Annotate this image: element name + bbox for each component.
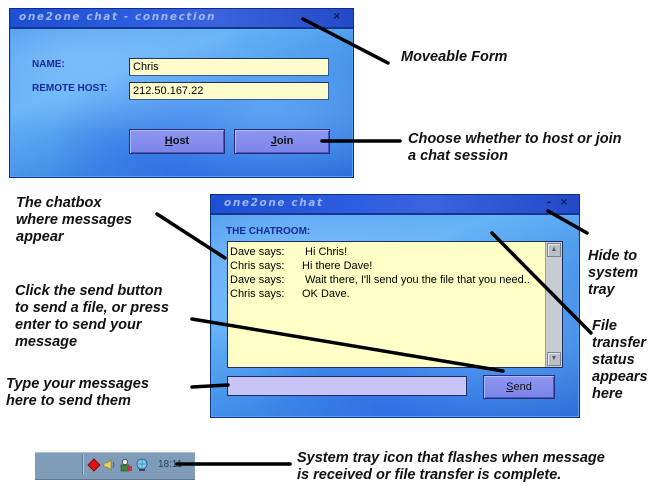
red-diamond-app-icon[interactable] bbox=[87, 458, 101, 472]
chat-window-title: one2one chat bbox=[224, 197, 324, 209]
annotation-moveable-form: Moveable Form bbox=[401, 49, 508, 65]
join-accesskey: J bbox=[270, 135, 277, 147]
annotation-send-button: Click the send button to send a file, or… bbox=[15, 283, 169, 350]
join-button[interactable]: Join bbox=[234, 129, 330, 154]
scroll-up-button[interactable]: ▲ bbox=[547, 243, 561, 257]
message-row: Chris says: Hi there Dave! bbox=[228, 259, 562, 273]
annotation-type-messages: Type your messages here to send them bbox=[6, 376, 149, 409]
close-icon[interactable]: × bbox=[332, 11, 342, 22]
annotation-system-tray: System tray icon that flashes when messa… bbox=[297, 450, 605, 483]
taskbar: 18:11 bbox=[35, 452, 195, 480]
message-sender: Chris says: bbox=[230, 288, 285, 300]
annotation-chatbox: The chatbox where messages appear bbox=[16, 195, 133, 245]
connection-title-bar[interactable]: one2one chat - connection × bbox=[10, 9, 353, 29]
join-label-rest: oin bbox=[276, 135, 294, 147]
name-label: NAME: bbox=[32, 59, 65, 70]
message-text: Hi Chris! bbox=[305, 246, 348, 258]
message-text: Wait there, I'll send you the file that … bbox=[305, 274, 530, 286]
chatroom-label: THE CHATROOM: bbox=[226, 226, 311, 237]
connection-window-title: one2one chat - connection bbox=[19, 11, 217, 23]
network-users-icon[interactable] bbox=[119, 458, 133, 472]
host-accesskey: H bbox=[164, 135, 173, 147]
annotation-hide-tray: Hide to system tray bbox=[588, 248, 638, 298]
name-field[interactable]: Chris bbox=[129, 58, 329, 76]
system-tray: 18:11 bbox=[82, 455, 193, 475]
send-accesskey: S bbox=[506, 381, 514, 393]
annotation-host-join: Choose whether to host or join a chat se… bbox=[408, 131, 622, 164]
tray-clock: 18:11 bbox=[158, 459, 183, 470]
remote-host-field[interactable]: 212.50.167.22 bbox=[129, 82, 329, 100]
speaker-volume-icon[interactable] bbox=[103, 458, 117, 472]
message-text: Hi there Dave! bbox=[302, 260, 373, 272]
host-button[interactable]: Host bbox=[129, 129, 225, 154]
globe-monitor-icon[interactable] bbox=[135, 458, 149, 472]
minimize-to-tray-icon[interactable]: - bbox=[546, 197, 552, 208]
chat-scrollbar[interactable]: ▲ ▼ bbox=[545, 242, 562, 367]
message-sender: Chris says: bbox=[230, 260, 285, 272]
message-row: Dave says: Wait there, I'll send you the… bbox=[228, 273, 562, 287]
annotation-file-transfer: File transfer status appears here bbox=[592, 318, 648, 402]
message-sender: Dave says: bbox=[230, 274, 285, 286]
message-row: Dave says: Hi Chris! bbox=[228, 245, 562, 259]
chatroom-messages[interactable]: Dave says: Hi Chris! Chris says: Hi ther… bbox=[227, 241, 563, 368]
connection-window: one2one chat - connection × NAME: Chris … bbox=[9, 8, 354, 178]
chat-window: one2one chat - × THE CHATROOM: Dave says… bbox=[210, 194, 580, 418]
message-sender: Dave says: bbox=[230, 246, 285, 258]
send-label-rest: end bbox=[513, 381, 532, 393]
message-text: OK Dave. bbox=[302, 288, 350, 300]
message-list: Dave says: Hi Chris! Chris says: Hi ther… bbox=[228, 242, 562, 301]
message-row: Chris says: OK Dave. bbox=[228, 287, 562, 301]
send-button[interactable]: Send bbox=[483, 375, 555, 399]
host-label-rest: ost bbox=[172, 135, 190, 147]
message-input[interactable] bbox=[227, 376, 467, 396]
remote-host-label: REMOTE HOST: bbox=[32, 83, 108, 94]
scroll-down-button[interactable]: ▼ bbox=[547, 352, 561, 366]
chat-title-bar[interactable]: one2one chat - × bbox=[211, 195, 579, 215]
close-icon[interactable]: × bbox=[559, 197, 569, 208]
